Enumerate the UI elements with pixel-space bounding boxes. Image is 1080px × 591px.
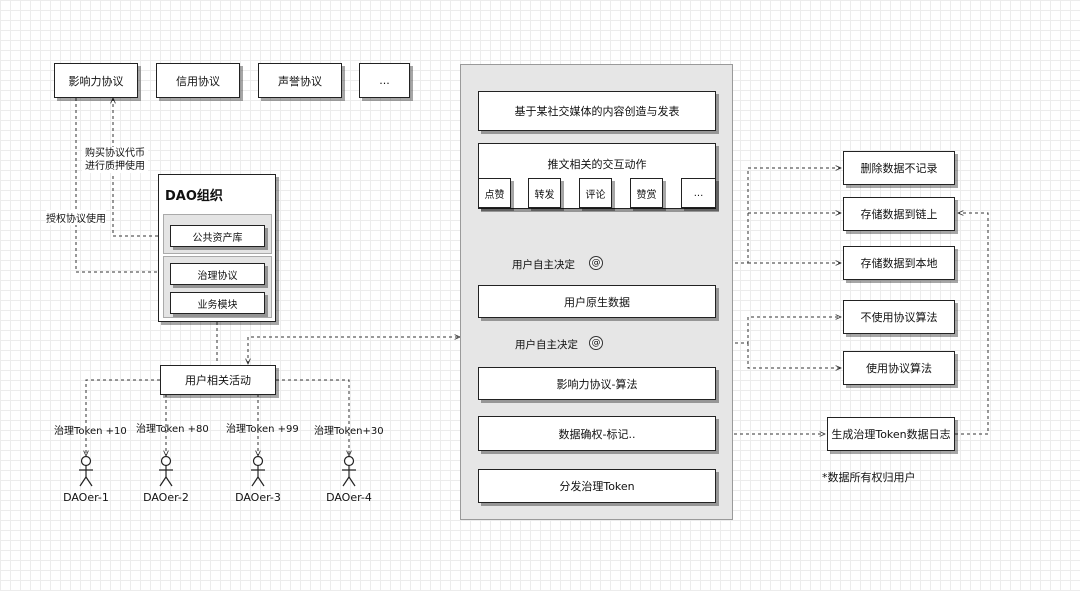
person-icon [159, 455, 173, 487]
buy-tokens-label: 购买协议代币 进行质押使用 [82, 147, 148, 173]
dao-title: DAO组织 [165, 189, 223, 204]
action-like-button[interactable]: 点赞 [478, 178, 511, 208]
reputation-protocol-box[interactable]: 声誉协议 [258, 63, 342, 98]
credit-protocol-box[interactable]: 信用协议 [156, 63, 240, 98]
action-tip-button[interactable]: 赞赏 [630, 178, 663, 208]
content-creation-box[interactable]: 基于某社交媒体的内容创造与发表 [478, 91, 716, 131]
governance-protocol-box[interactable]: 治理协议 [170, 263, 265, 285]
buy-token-connector [113, 98, 168, 237]
at-decision-icon[interactable]: @ [589, 256, 603, 270]
user-name: DAOer-3 [235, 491, 281, 504]
person-icon [251, 455, 265, 487]
influence-protocol-box[interactable]: 影响力协议 [54, 63, 138, 98]
user-decides-label-1: 用户自主决定 [512, 259, 575, 271]
store-local-option[interactable]: 存储数据到本地 [843, 246, 955, 280]
action-more-button[interactable]: ... [681, 178, 716, 208]
action-comment-button[interactable]: 评论 [579, 178, 612, 208]
log-to-chain [955, 213, 989, 435]
user-reward-label: 治理Token +99 [226, 424, 299, 435]
user-name: DAOer-4 [326, 491, 372, 504]
user-figures [79, 455, 356, 487]
at-decision-icon[interactable]: @ [589, 336, 603, 350]
use-algorithm-option[interactable]: 使用协议算法 [843, 351, 955, 385]
no-algorithm-option[interactable]: 不使用协议算法 [843, 300, 955, 334]
interaction-title: 推文相关的交互动作 [547, 158, 647, 171]
user-name: DAOer-1 [63, 491, 109, 504]
more-protocols-box[interactable]: ... [359, 63, 410, 98]
ownership-note: *数据所有权归用户 [822, 471, 916, 484]
store-onchain-option[interactable]: 存储数据到链上 [843, 197, 955, 231]
user-reward-label: 治理Token +10 [54, 426, 127, 437]
user4-connector [276, 379, 349, 456]
authorize-connector [75, 98, 168, 272]
user1-connector [86, 379, 160, 456]
user-reward-label: 治理Token+30 [314, 426, 384, 437]
algorithm-box[interactable]: 影响力协议-算法 [478, 367, 716, 400]
delete-data-option[interactable]: 删除数据不记录 [843, 151, 955, 185]
to-algo-connector [747, 343, 841, 368]
user-reward-label: 治理Token +80 [136, 424, 209, 435]
person-icon [342, 455, 356, 487]
token-log-box[interactable]: 生成治理Token数据日志 [827, 417, 955, 451]
user-activity-box[interactable]: 用户相关活动 [160, 365, 276, 395]
activity-panel-connector [248, 337, 460, 364]
user-name: DAOer-2 [143, 491, 189, 504]
business-module-box[interactable]: 业务模块 [170, 292, 265, 314]
person-icon [79, 455, 93, 487]
public-assets-box[interactable]: 公共资产库 [170, 225, 265, 247]
data-confirm-box[interactable]: 数据确权-标记.. [478, 416, 716, 451]
authorize-label: 授权协议使用 [46, 210, 106, 225]
native-data-box[interactable]: 用户原生数据 [478, 285, 716, 318]
action-repost-button[interactable]: 转发 [528, 178, 561, 208]
distribute-token-box[interactable]: 分发治理Token [478, 469, 716, 503]
user-decides-label-2: 用户自主决定 [515, 339, 578, 351]
